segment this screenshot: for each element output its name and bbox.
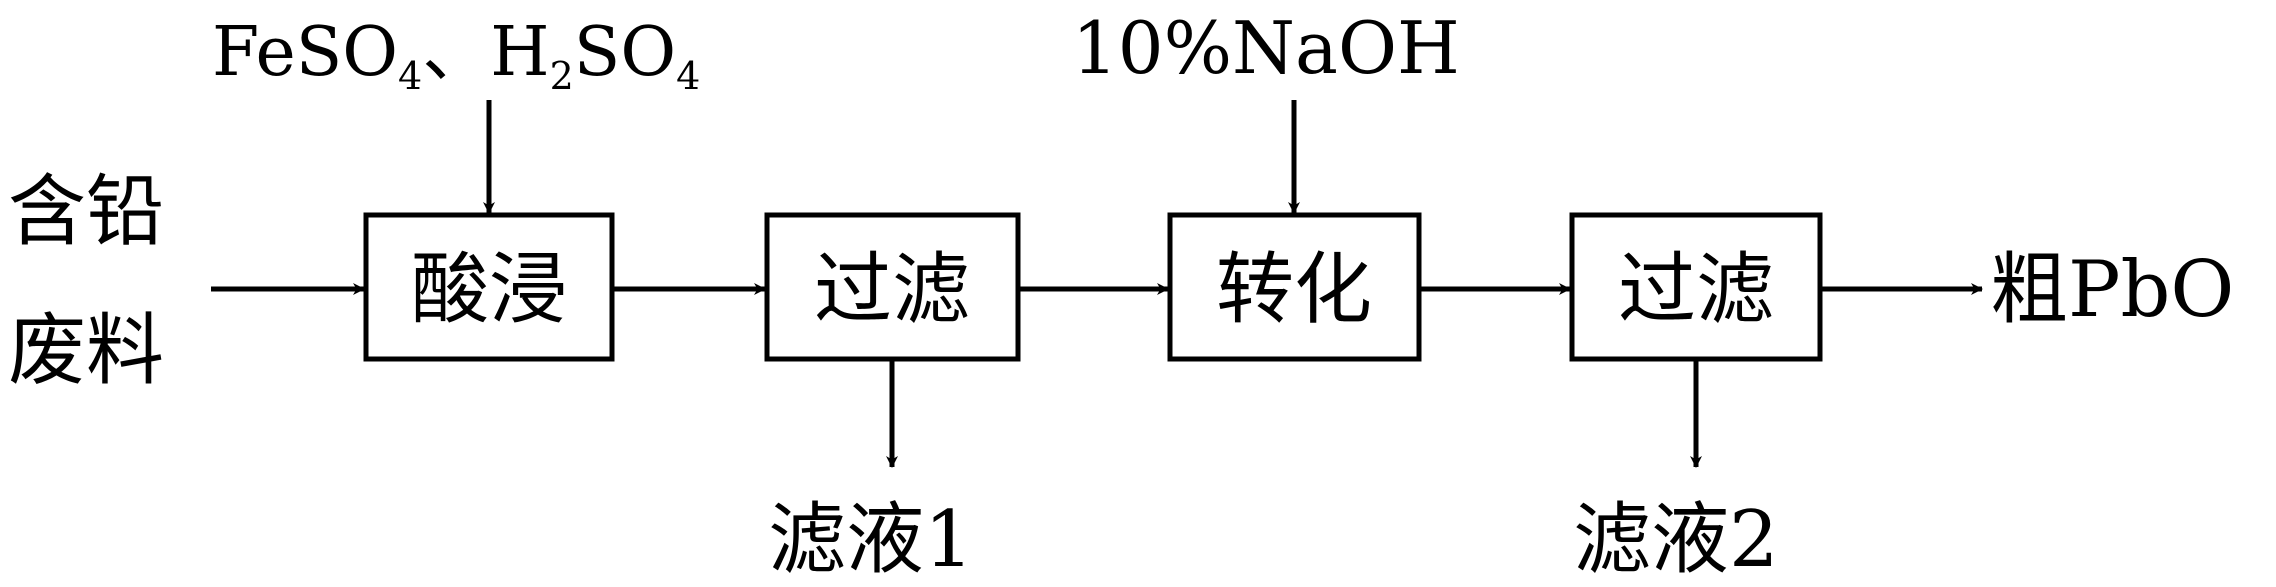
reagent-so: SO xyxy=(574,13,676,92)
reagent-h-subscript: 2 xyxy=(550,54,574,98)
filtrate-1-label: 滤液1 xyxy=(768,495,974,585)
reagent-separator: 、 xyxy=(422,13,490,92)
reagent-label-naoh: 10%NaOH xyxy=(1072,6,1460,90)
step-box-filter-1: 过滤 xyxy=(764,212,1021,362)
product-label: 粗PbO xyxy=(1990,245,2234,335)
reagent-feso: FeSO xyxy=(212,13,398,92)
step-label-filter-2: 过滤 xyxy=(1618,245,1774,335)
filtrate-2-label: 滤液2 xyxy=(1573,495,1779,585)
reagent-feso-subscript: 4 xyxy=(398,54,422,98)
reagent-label-feso4-h2so4: FeSO4、H2SO4 xyxy=(212,13,700,98)
input-label-line2: 废料 xyxy=(8,306,164,396)
reagent-so-subscript: 4 xyxy=(676,54,700,98)
step-label-conversion: 转化 xyxy=(1216,245,1372,335)
step-box-conversion: 转化 xyxy=(1167,212,1422,362)
step-box-filter-2: 过滤 xyxy=(1569,212,1823,362)
step-label-acid-leach: 酸浸 xyxy=(411,245,567,335)
step-box-acid-leach: 酸浸 xyxy=(363,212,615,362)
reagent-h: H xyxy=(490,13,549,92)
step-label-filter-1: 过滤 xyxy=(814,245,970,335)
input-label-line1: 含铅 xyxy=(8,167,164,257)
